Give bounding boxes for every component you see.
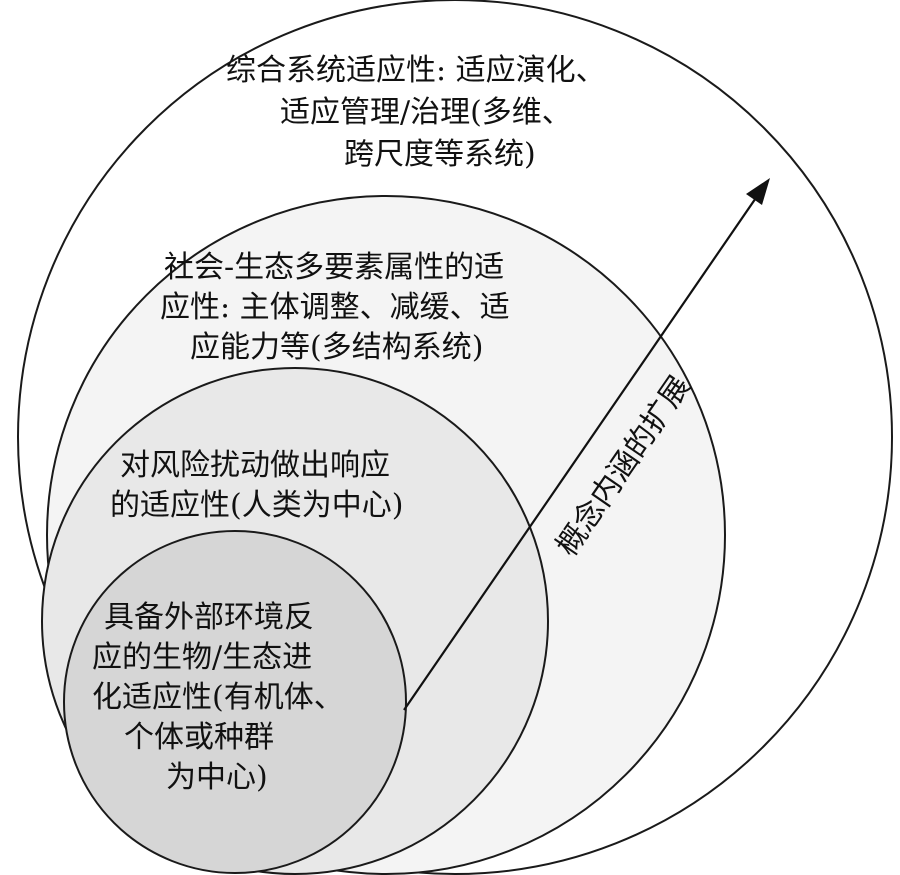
second-circle-line-2: 应性: 主体调整、减缓、适 bbox=[160, 290, 510, 325]
inner-circle-line-4: 个体或种群 bbox=[124, 720, 274, 755]
outer-circle-label: 综合系统适应性: 适应演化、 适应管理/治理(多维、 跨尺度等系统) bbox=[226, 53, 615, 172]
inner-circle-line-1: 具备外部环境反 bbox=[104, 600, 314, 635]
outer-circle-line-2: 适应管理/治理(多维、 bbox=[280, 95, 572, 130]
inner-circle-line-2: 应的生物/生态进 bbox=[92, 640, 312, 675]
inner-circle-line-3: 化适应性(有机体、 bbox=[92, 680, 344, 715]
second-circle-line-1: 社会-生态多要素属性的适 bbox=[164, 250, 504, 285]
expansion-arrow-shaft bbox=[403, 191, 761, 711]
third-circle-label: 对风险扰动做出响应 的适应性(人类为中心) bbox=[110, 448, 403, 523]
arrow-head-icon bbox=[746, 178, 770, 205]
third-circle-line-1: 对风险扰动做出响应 bbox=[120, 448, 390, 483]
inner-circle-label: 具备外部环境反 应的生物/生态进 化适应性(有机体、 个体或种群 为中心) bbox=[92, 600, 353, 795]
inner-circle bbox=[63, 530, 407, 874]
second-circle-line-3: 应能力等(多结构系统) bbox=[190, 330, 483, 365]
second-circle-label: 社会-生态多要素属性的适 应性: 主体调整、减缓、适 应能力等(多结构系统) bbox=[160, 250, 519, 365]
third-circle-line-2: 的适应性(人类为中心) bbox=[110, 488, 403, 523]
inner-circle-line-5: 为中心) bbox=[166, 760, 268, 795]
outer-circle-line-1: 综合系统适应性: 适应演化、 bbox=[226, 53, 606, 88]
outer-circle-line-3: 跨尺度等系统) bbox=[344, 137, 536, 172]
